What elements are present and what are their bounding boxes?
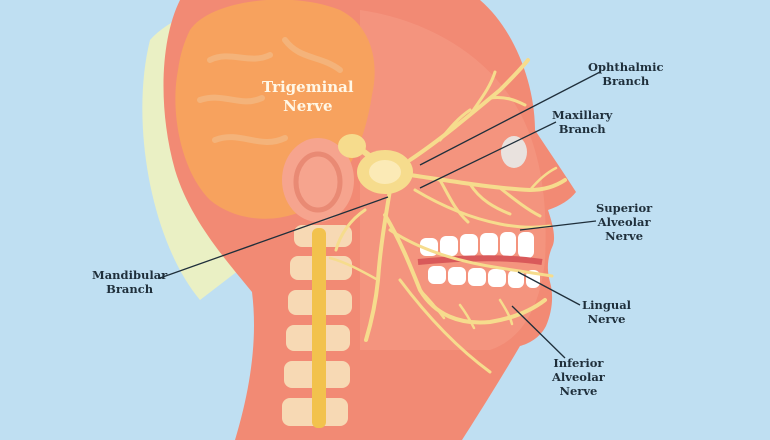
- maxillary-branch-label-line1: Maxillary: [552, 108, 613, 122]
- maxillary-branch-label-line2: Branch: [558, 122, 606, 136]
- mandibular-branch-label: Mandibular Branch: [92, 268, 167, 296]
- mandibular-branch-label-line2: Branch: [106, 282, 154, 296]
- mandibular-pointer: [159, 196, 389, 279]
- brain-folds: [197, 37, 343, 145]
- trigeminal-ganglion: [338, 134, 413, 194]
- inferior-alveolar-nerve-label: Inferior Alveolar Nerve: [552, 356, 605, 398]
- inferior-alveolar-pointer: [511, 305, 566, 359]
- eye: [501, 136, 527, 168]
- inferior-alveolar-label-line3: Nerve: [559, 384, 598, 398]
- ophthalmic-branch-label-line2: Branch: [602, 74, 650, 88]
- lingual-nerve-label-line1: Lingual: [582, 298, 632, 312]
- lingual-nerve-label-line2: Nerve: [587, 312, 626, 326]
- superior-alveolar-pointer: [519, 220, 597, 231]
- tongue-line: [417, 255, 543, 265]
- inferior-alveolar-label-line1: Inferior: [553, 356, 604, 370]
- maxillary-pointer: [419, 121, 557, 189]
- pointer-lines: [159, 71, 601, 359]
- mandibular-branch-label-line1: Mandibular: [92, 268, 168, 282]
- maxillary-branch-label: Maxillary Branch: [552, 108, 612, 136]
- trigeminal-nerve-label-line1: Trigeminal: [262, 78, 354, 96]
- inferior-alveolar-label-line2: Alveolar: [552, 370, 605, 384]
- lingual-nerve-label: Lingual Nerve: [582, 298, 631, 326]
- ophthalmic-pointer: [419, 71, 601, 166]
- superior-alveolar-nerve-label: Superior Alveolar Nerve: [596, 201, 652, 243]
- ophthalmic-branch-label-line1: Ophthalmic: [588, 60, 664, 74]
- lingual-pointer: [517, 271, 581, 306]
- spine: [282, 225, 352, 428]
- trigeminal-nerve-label-line2: Nerve: [283, 97, 333, 115]
- ear-inner: [293, 151, 343, 213]
- superior-alveolar-label-line3: Nerve: [605, 229, 644, 243]
- ophthalmic-branch-label: Ophthalmic Branch: [588, 60, 663, 88]
- superior-alveolar-label-line1: Superior: [596, 201, 653, 215]
- superior-alveolar-label-line2: Alveolar: [597, 215, 651, 229]
- trigeminal-nerve-label: Trigeminal Nerve: [262, 78, 354, 116]
